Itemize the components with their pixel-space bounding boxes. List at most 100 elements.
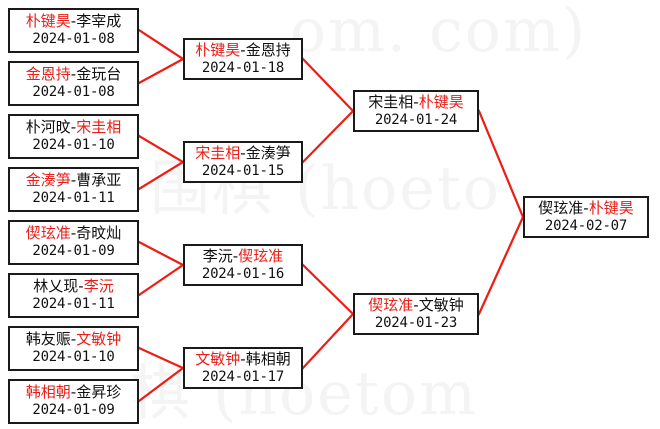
match-players: 偰玹准-奇旼灿 bbox=[25, 224, 122, 243]
match-box-r1-6[interactable]: 林乂现-李沅 2024-01-11 bbox=[8, 273, 139, 318]
match-box-r1-5[interactable]: 偰玹准-奇旼灿 2024-01-09 bbox=[8, 220, 139, 265]
match-box-r1-4[interactable]: 金湊笋-曹承亚 2024-01-11 bbox=[8, 167, 139, 212]
connector-r1m8-to-r2m4 bbox=[137, 366, 185, 403]
connector-sf1-to-final bbox=[477, 109, 525, 219]
match-date: 2024-01-08 bbox=[32, 31, 115, 48]
match-date: 2024-01-09 bbox=[32, 243, 115, 260]
match-box-r2-1[interactable]: 朴键昊-金恩持 2024-01-18 bbox=[183, 38, 303, 80]
match-box-r2-4[interactable]: 文敏钟-韩相朝 2024-01-17 bbox=[183, 347, 303, 389]
match-players: 朴键昊-李宰成 bbox=[25, 12, 122, 31]
match-box-final[interactable]: 偰玹准-朴键昊 2024-02-07 bbox=[523, 196, 649, 238]
player-right: 金湊笋 bbox=[245, 143, 291, 162]
player-left: 林乂现 bbox=[33, 277, 79, 296]
connector-r2m2-to-sf1 bbox=[301, 109, 355, 164]
match-players: 偰玹准-文敏钟 bbox=[368, 295, 464, 314]
connector-r1m2-to-r2m1 bbox=[137, 57, 185, 85]
connector-r1m5-to-r2m3 bbox=[137, 240, 185, 267]
player-left: 偰玹准 bbox=[538, 198, 584, 217]
connector-r2m1-to-sf1 bbox=[301, 57, 355, 113]
match-box-semifinal-2[interactable]: 偰玹准-文敏钟 2024-01-23 bbox=[353, 293, 479, 335]
connector-r1m1-to-r2m1 bbox=[137, 28, 185, 61]
connector-r1m4-to-r2m2 bbox=[137, 160, 185, 191]
match-date: 2024-01-08 bbox=[32, 84, 115, 101]
player-separator: - bbox=[70, 330, 77, 349]
player-right: 偰玹准 bbox=[238, 246, 284, 265]
match-date: 2024-01-23 bbox=[374, 314, 458, 331]
player-left: 朴键昊 bbox=[25, 12, 71, 31]
match-players: 金恩持-金玩台 bbox=[25, 65, 122, 84]
match-date: 2024-01-10 bbox=[32, 349, 115, 366]
player-left: 偰玹准 bbox=[368, 295, 414, 314]
match-date: 2024-01-10 bbox=[32, 137, 115, 154]
player-right: 金昇珍 bbox=[76, 383, 122, 402]
match-players: 偰玹准-朴键昊 bbox=[538, 198, 634, 217]
match-date: 2024-01-09 bbox=[32, 402, 115, 419]
player-right: 朴键昊 bbox=[418, 92, 464, 111]
match-date: 2024-01-24 bbox=[374, 111, 458, 128]
connector-r2m4-to-sf2 bbox=[301, 312, 355, 370]
match-players: 韩友赈-文敏钟 bbox=[26, 330, 121, 349]
match-players: 韩相朝-金昇珍 bbox=[25, 383, 122, 402]
match-box-semifinal-1[interactable]: 宋圭相-朴键昊 2024-01-24 bbox=[353, 90, 479, 132]
player-left: 文敏钟 bbox=[195, 349, 241, 368]
match-players: 宋圭相-金湊笋 bbox=[195, 143, 291, 162]
player-separator: - bbox=[240, 143, 246, 162]
player-right: 李沅 bbox=[83, 277, 114, 296]
player-separator: - bbox=[70, 383, 77, 402]
player-left: 偰玹准 bbox=[25, 224, 71, 243]
player-separator: - bbox=[240, 40, 246, 59]
player-left: 韩相朝 bbox=[25, 383, 71, 402]
player-right: 宋圭相 bbox=[76, 118, 122, 137]
match-players: 文敏钟-韩相朝 bbox=[195, 349, 291, 368]
match-date: 2024-01-16 bbox=[201, 265, 285, 282]
player-right: 李宰成 bbox=[76, 12, 122, 31]
player-separator: - bbox=[70, 12, 77, 31]
match-date: 2024-02-07 bbox=[544, 217, 628, 234]
player-left: 金恩持 bbox=[25, 65, 71, 84]
match-players: 林乂现-李沅 bbox=[33, 277, 114, 296]
player-separator: - bbox=[413, 295, 419, 314]
match-date: 2024-01-17 bbox=[201, 368, 285, 385]
player-left: 金湊笋 bbox=[25, 171, 71, 190]
player-right: 文敏钟 bbox=[418, 295, 464, 314]
player-right: 韩相朝 bbox=[245, 349, 291, 368]
connector-sf2-to-final bbox=[477, 215, 525, 316]
connector-r2m3-to-sf2 bbox=[301, 263, 355, 316]
player-left: 李沅 bbox=[202, 246, 233, 265]
player-separator: - bbox=[583, 198, 589, 217]
match-box-r2-2[interactable]: 宋圭相-金湊笋 2024-01-15 bbox=[183, 141, 303, 183]
match-players: 金湊笋-曹承亚 bbox=[25, 171, 122, 190]
player-right: 奇旼灿 bbox=[76, 224, 122, 243]
player-right: 曹承亚 bbox=[76, 171, 122, 190]
connector-r1m3-to-r2m2 bbox=[137, 134, 185, 164]
match-box-r1-1[interactable]: 朴键昊-李宰成 2024-01-08 bbox=[8, 8, 139, 53]
player-separator: - bbox=[70, 118, 77, 137]
match-box-r1-2[interactable]: 金恩持-金玩台 2024-01-08 bbox=[8, 61, 139, 106]
player-separator: - bbox=[413, 92, 419, 111]
player-separator: - bbox=[70, 171, 77, 190]
match-date: 2024-01-15 bbox=[201, 162, 285, 179]
player-separator: - bbox=[70, 65, 77, 84]
match-players: 宋圭相-朴键昊 bbox=[368, 92, 464, 111]
match-box-r1-8[interactable]: 韩相朝-金昇珍 2024-01-09 bbox=[8, 379, 139, 424]
player-left: 朴键昊 bbox=[195, 40, 241, 59]
player-separator: - bbox=[232, 246, 239, 265]
connector-r1m7-to-r2m4 bbox=[137, 346, 185, 370]
player-left: 宋圭相 bbox=[368, 92, 414, 111]
match-players: 朴键昊-金恩持 bbox=[195, 40, 290, 59]
player-separator: - bbox=[240, 349, 246, 368]
match-date: 2024-01-11 bbox=[32, 296, 115, 313]
match-box-r1-3[interactable]: 朴河旼-宋圭相 2024-01-10 bbox=[8, 114, 139, 159]
player-separator: - bbox=[70, 224, 77, 243]
player-right: 金玩台 bbox=[76, 65, 122, 84]
player-separator: - bbox=[78, 277, 84, 296]
match-box-r2-3[interactable]: 李沅-偰玹准 2024-01-16 bbox=[183, 244, 303, 286]
match-players: 朴河旼-宋圭相 bbox=[25, 118, 122, 137]
connector-r1m6-to-r2m3 bbox=[137, 263, 185, 297]
player-left: 朴河旼 bbox=[25, 118, 71, 137]
player-right: 朴键昊 bbox=[588, 198, 634, 217]
player-left: 宋圭相 bbox=[195, 143, 241, 162]
match-box-r1-7[interactable]: 韩友赈-文敏钟 2024-01-10 bbox=[8, 326, 139, 371]
match-players: 李沅-偰玹准 bbox=[202, 246, 284, 265]
